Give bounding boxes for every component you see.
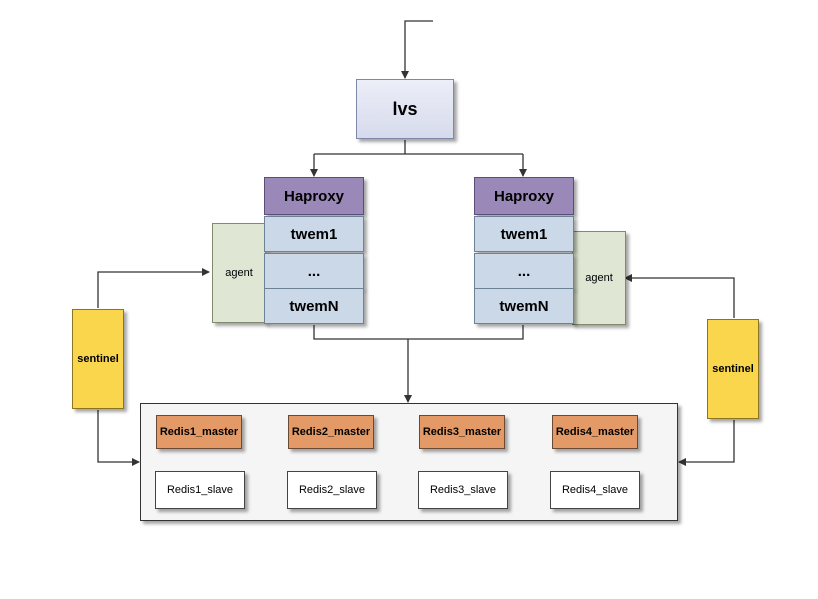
twem-left-3: twemN: [264, 288, 364, 324]
sentinel-left-label: sentinel: [77, 353, 119, 365]
sentinel-right: sentinel: [707, 319, 759, 419]
haproxy-right-label: Haproxy: [493, 187, 555, 205]
twem-right-2: ...: [474, 253, 574, 289]
sentinel-right-label: sentinel: [712, 363, 754, 375]
redis1-slave-label: Redis1_slave: [166, 484, 234, 496]
twem-left-2: ...: [264, 253, 364, 289]
twem-left-1-label: twem1: [290, 225, 338, 243]
sentinel-left: sentinel: [72, 309, 124, 409]
redis3-slave: Redis3_slave: [418, 471, 508, 509]
proxy-merge-line: [313, 325, 524, 340]
twem-right-3-label: twemN: [499, 297, 549, 315]
agent-left: agent: [212, 223, 266, 323]
redis2-slave: Redis2_slave: [287, 471, 377, 509]
twem-left-1: twem1: [264, 216, 364, 252]
twem-left-3-label: twemN: [289, 297, 339, 315]
left-sentinel-to-cluster: [97, 410, 140, 466]
redis1-master-label: Redis1_master: [159, 426, 239, 438]
incoming-arrow: [401, 20, 433, 79]
lvs-node: lvs: [356, 79, 454, 139]
haproxy-right: Haproxy: [474, 177, 574, 215]
redis4-slave: Redis4_slave: [550, 471, 640, 509]
twem-left-2-label: ...: [307, 262, 321, 280]
redis1-slave: Redis1_slave: [155, 471, 245, 509]
redis4-master: Redis4_master: [552, 415, 638, 449]
right-sentinel-to-cluster: [678, 420, 735, 466]
haproxy-left-label: Haproxy: [283, 187, 345, 205]
redis3-slave-label: Redis3_slave: [429, 484, 497, 496]
redis2-slave-label: Redis2_slave: [298, 484, 366, 496]
agent-right: agent: [572, 231, 626, 325]
twem-right-1-label: twem1: [500, 225, 548, 243]
twem-right-1: twem1: [474, 216, 574, 252]
lvs-split-line: [314, 140, 523, 155]
agent-right-label: agent: [585, 272, 613, 284]
redis3-master-label: Redis3_master: [422, 426, 502, 438]
right-sentinel-to-agent: [624, 274, 735, 318]
twem-right-3: twemN: [474, 288, 574, 324]
lvs-label: lvs: [392, 98, 418, 119]
redis2-master: Redis2_master: [288, 415, 374, 449]
redis4-slave-label: Redis4_slave: [561, 484, 629, 496]
redis1-master: Redis1_master: [156, 415, 242, 449]
redis2-master-label: Redis2_master: [291, 426, 371, 438]
twem-right-2-label: ...: [517, 262, 531, 280]
redis4-master-label: Redis4_master: [555, 426, 635, 438]
agent-left-label: agent: [225, 267, 253, 279]
redis3-master: Redis3_master: [419, 415, 505, 449]
left-sentinel-to-agent: [97, 268, 210, 308]
haproxy-left: Haproxy: [264, 177, 364, 215]
